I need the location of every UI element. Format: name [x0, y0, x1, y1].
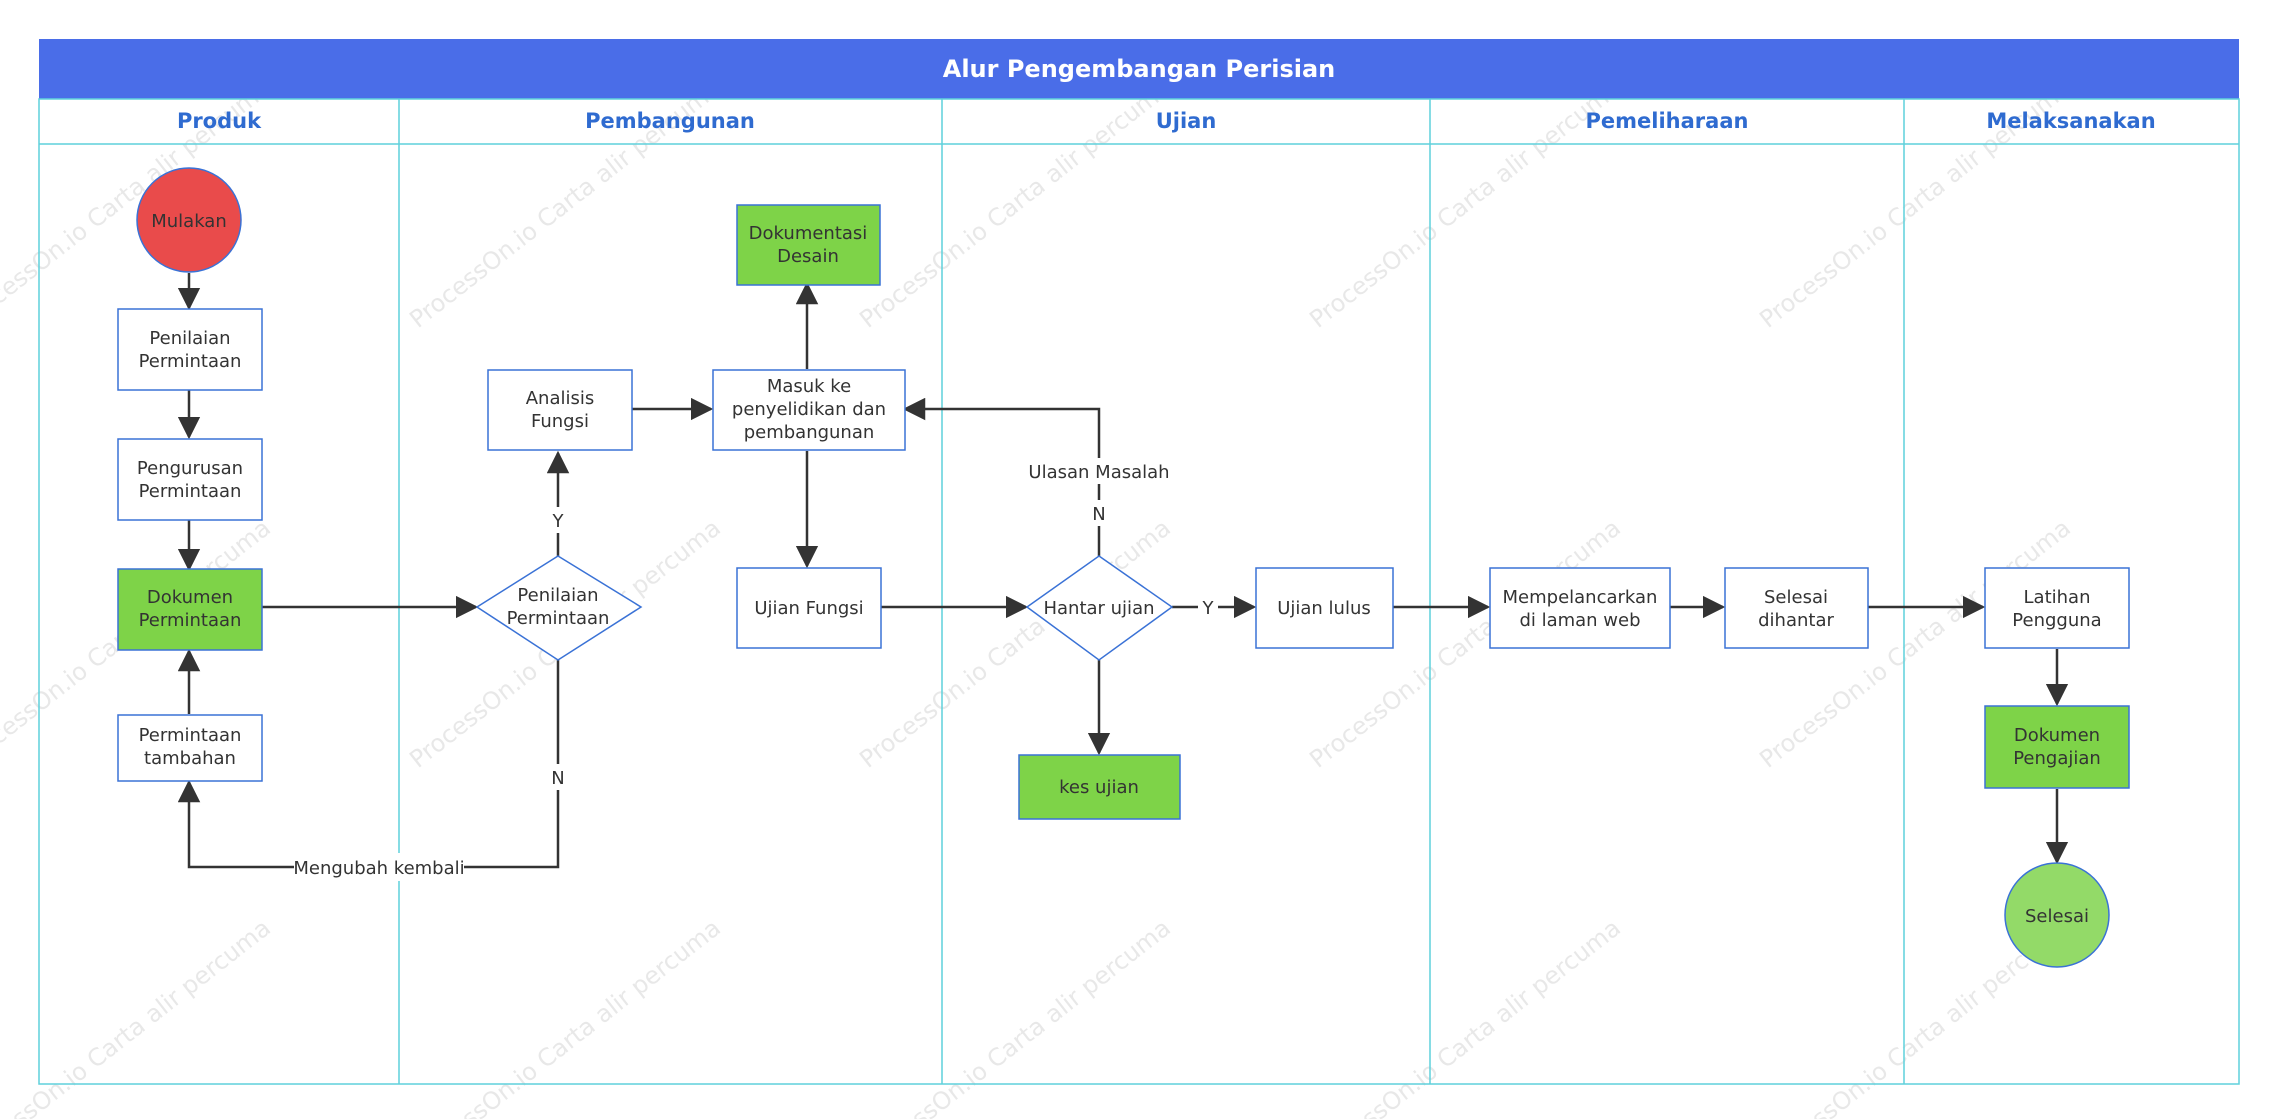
node-label-line: Analisis	[526, 388, 595, 409]
node-label-line: Pengguna	[2012, 610, 2101, 631]
watermark-text: ProcessOn.io Carta alir percuma	[1304, 914, 1626, 1119]
node-label-line: Desain	[777, 246, 839, 267]
node-pengurusan-permintaan[interactable]: Pengurusan Permintaan	[117, 438, 263, 521]
node-dokumentasi-desain[interactable]: Dokumentasi Desain	[736, 204, 881, 286]
node-label-line: Permintaan	[139, 610, 242, 631]
node-ujian-lulus[interactable]: Ujian lulus	[1255, 567, 1394, 649]
lane-label-pemeliharaan: Pemeliharaan	[1586, 109, 1749, 133]
node-label-line: penyelidikan dan	[732, 399, 886, 420]
node-label-line: Permintaan	[139, 351, 242, 372]
edge-label-n: N	[1092, 504, 1105, 525]
swimlane-frame: Alur Pengembangan Perisian Produk Pemban…	[38, 39, 2240, 1085]
nodes-layer: Mulakan Penilaian Permintaan Pengurusan …	[117, 167, 2130, 968]
edge-label-y: Y	[1202, 598, 1215, 619]
node-label-line: Selesai	[1764, 587, 1828, 608]
watermark-text: ProcessOn.io Carta alir percuma	[1304, 74, 1626, 334]
node-mempelancarkan[interactable]: Mempelancarkan di laman web	[1489, 567, 1671, 649]
watermark-text: ProcessOn.io Carta alir percuma	[854, 514, 1176, 774]
watermark-text: ProcessOn.io Carta alir percuma	[854, 74, 1176, 334]
node-label-line: Dokumen	[147, 587, 233, 608]
edge-label-mengubah-kembali: Mengubah kembali	[293, 858, 464, 879]
node-analisis-fungsi[interactable]: Analisis Fungsi	[487, 369, 633, 451]
node-hantar-ujian-decision[interactable]: Hantar ujian	[1025, 555, 1174, 661]
lane-label-pembangunan: Pembangunan	[585, 109, 755, 133]
node-label-line: Permintaan	[139, 725, 242, 746]
node-selesai[interactable]: Selesai	[2004, 862, 2110, 968]
node-ujian-lulus-label: Ujian lulus	[1277, 598, 1371, 619]
node-label-line: Penilaian	[149, 328, 230, 349]
node-kes-ujian[interactable]: kes ujian	[1018, 754, 1181, 820]
node-label-line: dihantar	[1758, 610, 1834, 631]
edge-labels: Y N Mengubah kembali Ulasan Masalah N Y	[293, 458, 1218, 881]
node-label-line: Fungsi	[531, 411, 589, 432]
node-label-line: Pengurusan	[137, 458, 243, 479]
watermark-text: ProcessOn.io Carta alir percuma	[404, 914, 726, 1119]
node-label-line: Dokumentasi	[749, 223, 868, 244]
node-masuk-ke-penyelidikan[interactable]: Masuk ke penyelidikan dan pembangunan	[712, 369, 906, 451]
lane-label-melaksanakan: Melaksanakan	[1986, 109, 2155, 133]
watermark-text: ProcessOn.io Carta alir percuma	[0, 914, 276, 1119]
node-label-line: Masuk ke	[767, 376, 851, 397]
node-latihan-pengguna[interactable]: Latihan Pengguna	[1984, 567, 2130, 649]
node-penilaian-permintaan-decision[interactable]: Penilaian Permintaan	[475, 555, 643, 661]
node-ujian-fungsi-label: Ujian Fungsi	[754, 598, 863, 619]
diagram-title: Alur Pengembangan Perisian	[943, 55, 1336, 83]
node-penilaian-permintaan[interactable]: Penilaian Permintaan	[117, 308, 263, 391]
node-label-line: Penilaian	[517, 585, 598, 606]
node-selesai-dihantar[interactable]: Selesai dihantar	[1724, 567, 1869, 649]
lane-label-ujian: Ujian	[1156, 109, 1217, 133]
edge-label-n: N	[551, 768, 564, 789]
node-dokumen-permintaan[interactable]: Dokumen Permintaan	[117, 568, 263, 651]
edge-label-ulasan-masalah: Ulasan Masalah	[1028, 462, 1169, 483]
node-selesai-label: Selesai	[2025, 906, 2089, 927]
node-label-line: tambahan	[144, 748, 236, 769]
node-label-line: Permintaan	[507, 608, 610, 629]
node-ujian-fungsi[interactable]: Ujian Fungsi	[736, 567, 882, 649]
watermark-text: ProcessOn.io Carta alir percuma	[854, 914, 1176, 1119]
node-label-line: Latihan	[2024, 587, 2091, 608]
edge-label-y: Y	[552, 511, 565, 532]
node-dokumen-pengajian[interactable]: Dokumen Pengajian	[1984, 705, 2130, 789]
node-permintaan-tambahan[interactable]: Permintaan tambahan	[117, 714, 263, 782]
node-mulakan-label: Mulakan	[151, 211, 227, 232]
node-label-line: Permintaan	[139, 481, 242, 502]
node-kes-ujian-label: kes ujian	[1059, 777, 1139, 798]
node-label-line: pembangunan	[744, 422, 875, 443]
node-label-line: di laman web	[1519, 610, 1640, 631]
node-label-line: Dokumen	[2014, 725, 2100, 746]
node-mulakan[interactable]: Mulakan	[136, 167, 242, 273]
lanes-border	[38, 98, 2240, 1085]
node-hantar-ujian-label: Hantar ujian	[1043, 598, 1154, 619]
lane-label-produk: Produk	[177, 109, 262, 133]
node-label-line: Mempelancarkan	[1503, 587, 1658, 608]
node-label-line: Pengajian	[2013, 748, 2101, 769]
title-bar	[39, 39, 2239, 99]
